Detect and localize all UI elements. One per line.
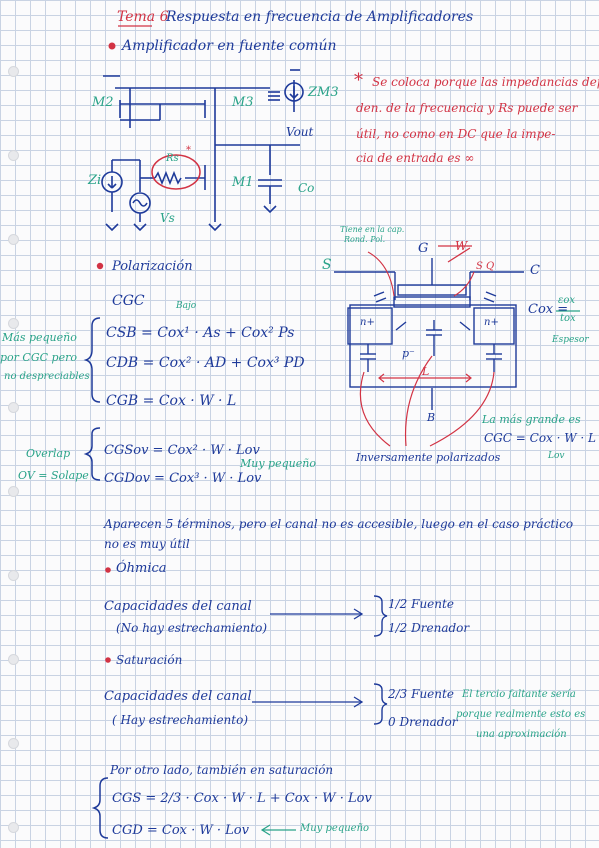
label-vs: Vs: [160, 211, 175, 225]
cox-lhs: Cox =: [528, 302, 569, 317]
saturation-note: porque realmente esto es: [456, 709, 586, 720]
label-rs-asterisk: *: [186, 145, 191, 156]
note-asterisk: *: [354, 70, 363, 91]
eq-cgdov: CGDov = Cox³ · W · Lov: [104, 471, 262, 486]
page-title: Respuesta en frecuencia de Amplificadore…: [166, 9, 474, 25]
cox-numerator: εox: [558, 295, 576, 306]
label-co: Co: [298, 181, 315, 195]
label-drain: C: [530, 263, 540, 278]
final-cgd: CGD = Cox · W · Lov: [112, 823, 249, 838]
label-nplus-right: n+: [484, 317, 499, 328]
binder-hole: [8, 570, 19, 581]
label-zi: Zi: [88, 173, 102, 188]
binder-hole: [8, 318, 19, 329]
cox-label: Espesor: [552, 335, 589, 345]
final-annotation: Muy pequeño: [300, 823, 370, 834]
binder-hole: [8, 654, 19, 665]
tema-label: Tema 6: [117, 9, 169, 25]
binder-hole: [8, 486, 19, 497]
label-channel-length: L: [422, 365, 430, 378]
mosfet-caption: Inversamente polarizados: [356, 451, 501, 464]
saturation-note: una aproximación: [476, 729, 567, 740]
eq-block2-annotation: Muy pequeño: [240, 457, 316, 470]
paragraph-line: Aparecen 5 términos, pero el canal no es…: [104, 517, 574, 531]
section-title-polarization: Polarización: [112, 259, 193, 274]
label-m1: M1: [232, 175, 254, 190]
label-m3: M3: [232, 95, 254, 110]
cox-denominator: tox: [560, 313, 576, 324]
largest-sub: Lov: [548, 451, 565, 461]
left-note: no despreciables: [4, 371, 90, 382]
ohmic-source: 1/2 Fuente: [388, 597, 454, 611]
binder-hole: [8, 66, 19, 77]
saturation-line2: ( Hay estrechamiento): [112, 713, 249, 727]
eq-cgb: CGB = Cox · W · L: [106, 393, 237, 409]
label-gate: G: [418, 241, 429, 256]
eq-cgsov: CGSov = Cox² · W · Lov: [104, 443, 260, 458]
saturation-line1: Capacidades del canal: [104, 689, 252, 704]
binder-hole: [8, 234, 19, 245]
note-line: cia de entrada es ∞: [356, 151, 475, 165]
label-source: S: [322, 257, 332, 273]
binder-hole: [8, 402, 19, 413]
binder-hole: [8, 738, 19, 749]
label-rs: Rs: [166, 153, 179, 164]
final-cgs: CGS = 2/3 · Cox · W · L + Cox · W · Lov: [112, 791, 372, 806]
note-line: útil, no como en DC que la impe-: [356, 127, 556, 141]
eq-top-annotation: Bajo: [176, 301, 197, 311]
cgc-label: CGC: [112, 293, 145, 309]
mosfet-top-note: Tiene en la cap.: [340, 225, 405, 234]
label-zm3: ZM3: [308, 85, 339, 100]
ohmic-line2: (No hay estrechamiento): [116, 621, 267, 635]
saturation-title: Saturación: [116, 653, 183, 667]
binder-hole: [8, 822, 19, 833]
paragraph-line: no es muy útil: [104, 537, 190, 551]
mosfet-top-note: Rond. Pol.: [344, 235, 386, 244]
label-p-minus: p⁻: [402, 347, 415, 360]
saturation-source: 2/3 Fuente: [388, 687, 454, 701]
label-vout: Vout: [286, 125, 314, 139]
label-nplus-left: n+: [360, 317, 375, 328]
final-intro: Por otro lado, también en saturación: [110, 763, 334, 777]
ohmic-line1: Capacidades del canal: [104, 599, 252, 614]
saturation-drain: 0 Drenador: [388, 715, 458, 729]
label-sq: S Q: [476, 261, 495, 272]
left-note: por CGC pero: [0, 351, 77, 364]
largest-formula: CGC = Cox · W · L: [484, 431, 596, 445]
label-w: W: [455, 239, 468, 253]
label-bulk: B: [427, 411, 436, 424]
ohmic-drain: 1/2 Drenador: [388, 621, 470, 635]
eq-cdb: CDB = Cox² · AD + Cox³ PD: [106, 355, 305, 371]
section-title-amplifier: Amplificador en fuente común: [122, 38, 337, 54]
left-note: Más pequeño: [2, 331, 77, 344]
binder-hole: [8, 150, 19, 161]
largest-title: La más grande es: [482, 413, 581, 426]
overlap-note: Overlap: [26, 447, 71, 460]
note-line: den. de la frecuencia y Rs puede ser: [356, 101, 578, 115]
saturation-note: El tercio faltante sería: [462, 689, 576, 700]
eq-csb: CSB = Cox¹ · As + Cox² Ps: [106, 325, 295, 341]
note-line: Se coloca porque las impedancias dep-: [372, 75, 599, 89]
label-m2: M2: [92, 95, 114, 110]
ohmic-title: Óhmica: [116, 561, 167, 576]
overlap-note: OV = Solape: [18, 469, 89, 482]
